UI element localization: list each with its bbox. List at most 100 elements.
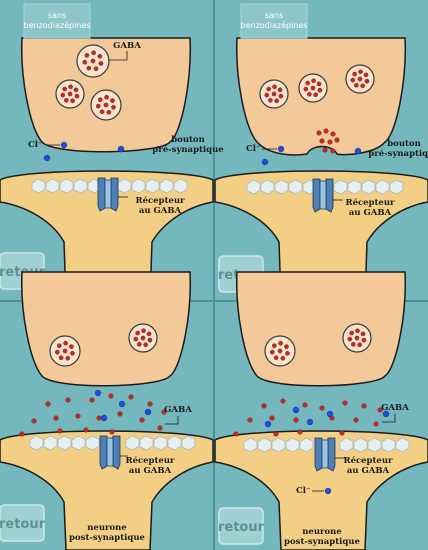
gaba-molecule <box>307 92 312 97</box>
membrane-protein-icon <box>125 435 140 451</box>
chloride-ion <box>354 147 362 155</box>
gaba-molecule <box>349 330 354 336</box>
gaba-label: GABA <box>381 403 409 413</box>
chloride-ion <box>292 406 300 414</box>
gaba-leader-line <box>108 51 128 61</box>
membrane-protein-icon <box>375 179 390 195</box>
receptor-subunit <box>327 437 336 472</box>
gaba-vesicle <box>264 335 296 367</box>
gaba-vesicle <box>342 323 372 353</box>
gaba-molecule <box>106 109 112 115</box>
chloride-ion <box>261 158 269 166</box>
gaba-molecule <box>90 58 96 64</box>
gaba-molecule <box>62 348 68 354</box>
gaba-molecule <box>360 83 365 89</box>
gaba-molecule <box>67 91 73 97</box>
membrane-protein-icon <box>288 179 303 195</box>
gaba-molecule <box>108 393 114 399</box>
chloride-ion <box>277 145 285 153</box>
gaba-molecule <box>86 65 92 71</box>
gaba-vesicle <box>259 79 289 109</box>
gaba-molecule <box>327 139 333 145</box>
chloride-ion <box>100 414 108 422</box>
membrane-protein-icon <box>367 437 382 453</box>
gaba-molecule <box>137 342 142 347</box>
gaba-molecule <box>361 337 367 343</box>
chloride-label: Cl⁻ <box>28 140 42 150</box>
membrane-protein-icon <box>257 437 272 453</box>
gaba-molecule <box>31 418 37 424</box>
gaba-vesicle <box>345 64 375 94</box>
chloride-ion <box>324 487 332 495</box>
gaba-molecule <box>305 80 310 86</box>
membrane-protein-icon <box>285 437 300 453</box>
gaba-molecule <box>322 147 328 153</box>
gaba-molecule <box>271 91 277 97</box>
receptor-subunit <box>97 177 106 212</box>
gaba-molecule <box>360 331 366 337</box>
chloride-ion <box>306 418 314 426</box>
gaba-molecule <box>351 342 356 347</box>
membrane-protein-icon <box>353 437 368 453</box>
gaba-molecule <box>60 92 66 98</box>
membrane-protein-icon <box>395 437 410 453</box>
retour-button-bg[interactable] <box>218 507 264 545</box>
gaba-label: GABA <box>164 405 192 415</box>
chloride-ion <box>117 145 125 153</box>
membrane-protein-icon <box>173 178 188 194</box>
membrane-protein-icon <box>73 178 88 194</box>
gaba-molecule <box>377 407 383 413</box>
gaba-molecule <box>357 76 363 82</box>
receptor-channel <box>319 180 327 210</box>
receptor-channel <box>106 437 114 467</box>
gaba-molecule <box>310 85 316 91</box>
postsynaptic-neuron <box>0 170 214 301</box>
gaba-molecule <box>363 72 369 78</box>
postsynaptic-neuron <box>0 430 214 550</box>
gaba-receptor-icon <box>99 435 121 470</box>
retour-button-bg[interactable] <box>0 504 45 542</box>
gaba-molecule <box>339 430 345 436</box>
gaba-molecule <box>269 415 275 421</box>
receptor-subunit <box>110 177 119 212</box>
membrane-protein-icon <box>31 178 46 194</box>
retour-button[interactable]: retour <box>218 507 265 545</box>
retour-button-label[interactable]: retour <box>0 517 46 532</box>
gaba-label: GABA <box>113 41 141 51</box>
membrane-protein-icon <box>43 435 58 451</box>
gaba-molecule <box>311 78 316 84</box>
gaba-molecule <box>353 417 359 423</box>
gaba-molecule <box>57 428 63 434</box>
gaba-vesicle <box>49 335 81 367</box>
chloride-label: Cl⁻ <box>246 144 260 154</box>
gaba-vesicle <box>128 323 158 353</box>
gaba-molecule <box>373 421 379 427</box>
retour-button-label[interactable]: retour <box>218 520 265 535</box>
membrane-protein-icon <box>71 435 86 451</box>
gaba-molecule <box>19 431 25 437</box>
gaba-molecule <box>146 331 152 337</box>
gaba-molecule <box>82 59 88 65</box>
gaba-molecule <box>284 344 289 349</box>
gaba-molecule <box>73 87 79 93</box>
membrane-protein-icon <box>381 437 396 453</box>
membrane-protein-icon <box>159 178 174 194</box>
membrane-protein-icon <box>153 435 168 451</box>
gaba-molecule <box>147 337 153 343</box>
gaba-molecule <box>161 409 167 415</box>
gaba-molecule <box>64 98 69 103</box>
membrane-protein-icon <box>139 435 154 451</box>
chloride-ion <box>43 154 51 162</box>
receptor-subunit <box>314 437 323 472</box>
gaba-molecule <box>111 105 116 110</box>
retour-button[interactable]: retour <box>0 504 46 542</box>
gaba-molecule <box>330 131 336 137</box>
presynaptic-bouton <box>20 271 192 387</box>
